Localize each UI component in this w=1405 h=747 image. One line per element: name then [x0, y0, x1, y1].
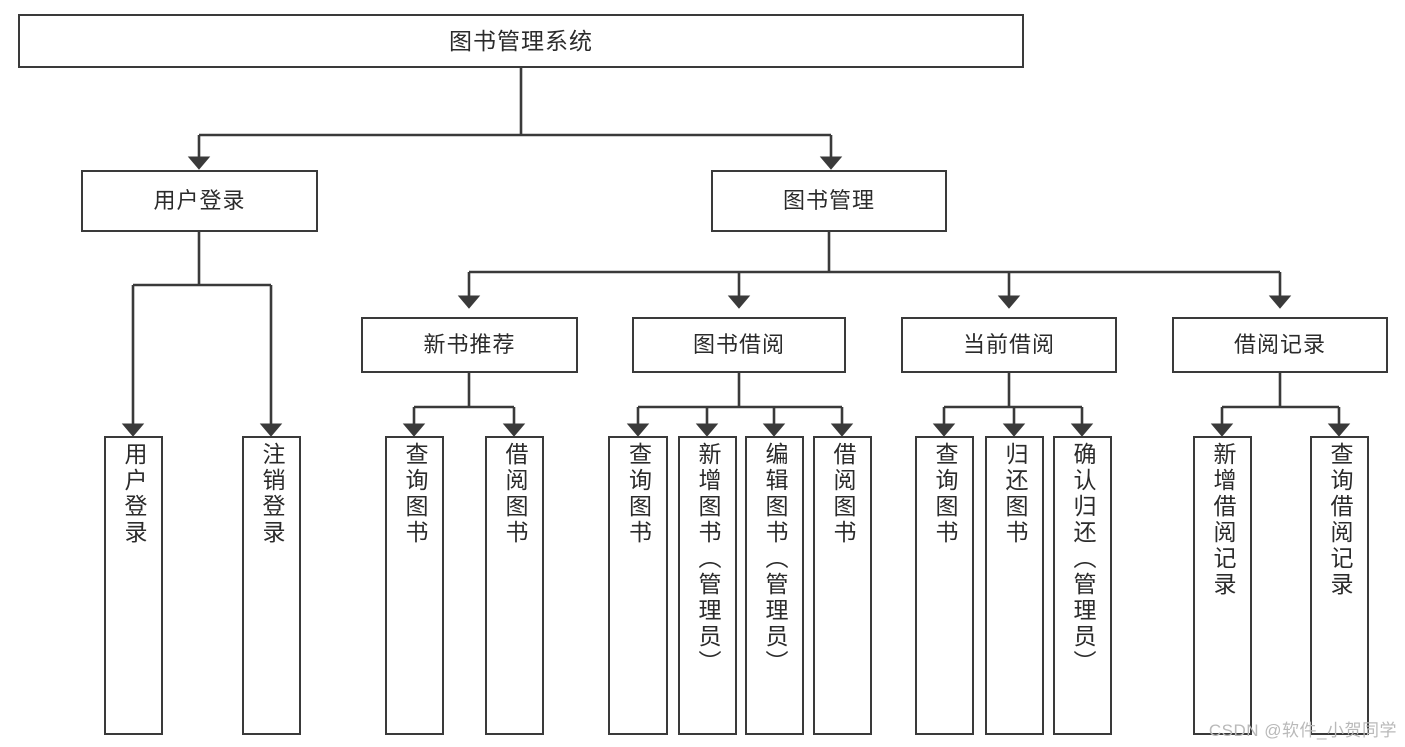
node-label: 注销登录: [259, 442, 285, 546]
node-user-login[interactable]: 用户登录: [81, 170, 318, 232]
node-label: 查询图书: [625, 442, 652, 546]
node-label: 图书借阅: [692, 332, 785, 358]
node-label: 查询图书: [402, 442, 428, 546]
node-label: 新书推荐: [423, 332, 516, 358]
node-label: 新增借阅记录: [1210, 442, 1236, 598]
leaf-recommend-borrow-book[interactable]: 借阅图书: [485, 436, 544, 735]
leaf-current-return-book[interactable]: 归还图书: [985, 436, 1044, 735]
node-book-management[interactable]: 图书管理: [711, 170, 947, 232]
node-label: 用户登录: [153, 188, 246, 214]
node-label: 图书管理系统: [449, 27, 593, 54]
leaf-borrow-borrow-book[interactable]: 借阅图书: [813, 436, 872, 735]
node-label: 借阅记录: [1233, 332, 1326, 358]
node-label: 查询图书: [932, 442, 958, 546]
leaf-current-query-book[interactable]: 查询图书: [915, 436, 974, 735]
node-root-system[interactable]: 图书管理系统: [18, 14, 1024, 68]
node-new-book-recommend[interactable]: 新书推荐: [361, 317, 578, 373]
leaf-borrow-edit-book[interactable]: 编辑图书（管理员）: [745, 436, 804, 735]
leaf-record-query-record[interactable]: 查询借阅记录: [1310, 436, 1369, 735]
leaf-borrow-query-book[interactable]: 查询图书: [608, 436, 668, 735]
leaf-user-login-logout[interactable]: 注销登录: [242, 436, 301, 735]
node-label: 借阅图书: [502, 442, 528, 546]
node-label: 归还图书: [1002, 442, 1028, 546]
node-current-borrow[interactable]: 当前借阅: [901, 317, 1117, 373]
node-borrow-record[interactable]: 借阅记录: [1172, 317, 1388, 373]
node-book-borrow[interactable]: 图书借阅: [632, 317, 846, 373]
node-label: 当前借阅: [962, 332, 1055, 358]
watermark-text: CSDN @软件_小贺同学: [1208, 721, 1397, 740]
leaf-user-login-login[interactable]: 用户登录: [104, 436, 163, 735]
node-label: 借阅图书: [830, 442, 856, 546]
node-label: 编辑图书（管理员）: [762, 442, 788, 676]
node-label: 图书管理: [782, 188, 875, 214]
node-label: 新增图书（管理员）: [695, 442, 721, 676]
leaf-recommend-query-book[interactable]: 查询图书: [385, 436, 444, 735]
leaf-record-add-record[interactable]: 新增借阅记录: [1193, 436, 1252, 735]
leaf-current-confirm-return[interactable]: 确认归还（管理员）: [1053, 436, 1112, 735]
node-label: 查询借阅记录: [1327, 442, 1353, 598]
leaf-borrow-add-book[interactable]: 新增图书（管理员）: [678, 436, 737, 735]
node-label: 确认归还（管理员）: [1070, 442, 1096, 676]
node-label: 用户登录: [121, 442, 147, 546]
